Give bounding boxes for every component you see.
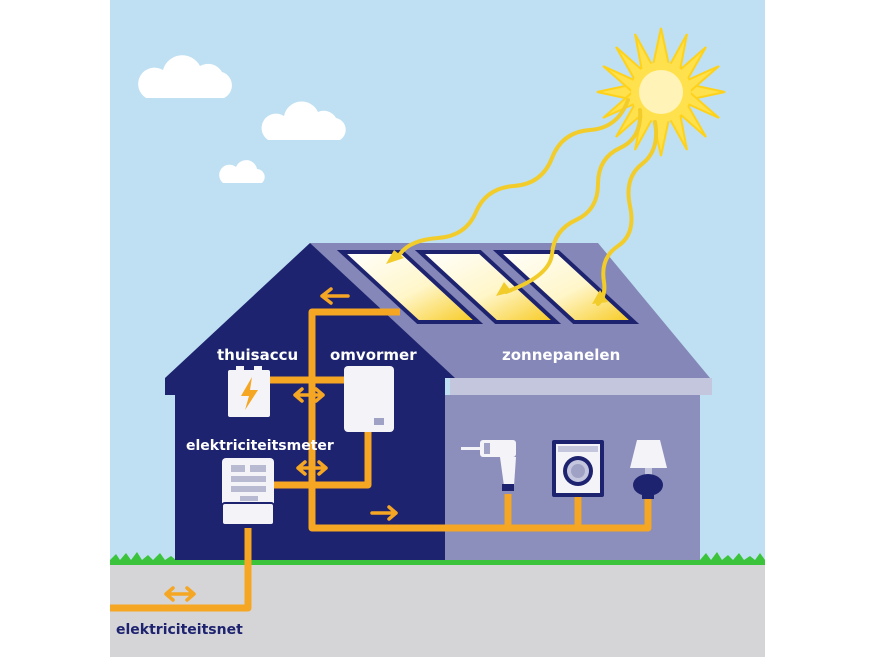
- cable-inverter-meter: [272, 430, 372, 489]
- cloud: [138, 55, 232, 98]
- washing-machine-icon: [552, 440, 604, 497]
- drill-icon: [461, 440, 516, 491]
- clouds: [138, 55, 346, 183]
- solar-panel: [414, 250, 562, 324]
- cable-appliances: [308, 380, 652, 532]
- sun-ray: [504, 108, 643, 294]
- sun-rays: [398, 98, 659, 306]
- sun-ray: [398, 98, 630, 256]
- arrow-left-icon: [320, 287, 350, 305]
- flow-arrows: [164, 287, 398, 602]
- cloud: [261, 101, 346, 140]
- bidirectional-arrow-icon: [293, 387, 325, 403]
- label-zonnepanelen: zonnepanelen: [502, 346, 620, 364]
- roof-eave: [450, 378, 712, 395]
- cable-grid: [110, 528, 252, 612]
- sun-ray-arrowheads: [386, 250, 608, 304]
- meter-icon: [221, 458, 275, 526]
- bidirectional-arrow-icon: [296, 460, 328, 476]
- sun-icon: [596, 27, 726, 157]
- label-omvormer: omvormer: [330, 346, 417, 364]
- sun-ray: [596, 120, 659, 306]
- bidirectional-arrow-icon: [164, 586, 196, 602]
- label-elektriciteitsmeter: elektriciteitsmeter: [186, 438, 334, 454]
- cable-panels: [308, 308, 400, 378]
- grass: [110, 552, 765, 565]
- label-thuisaccu: thuisaccu: [217, 346, 298, 364]
- cables: [110, 308, 652, 612]
- cloud: [219, 160, 265, 183]
- label-elektriciteitsnet: elektriciteitsnet: [116, 622, 243, 638]
- arrow-right-icon: [370, 505, 398, 521]
- lamp-icon: [630, 440, 667, 499]
- solar-panel: [336, 250, 484, 324]
- inverter-icon: [344, 366, 394, 432]
- battery-icon: [228, 366, 270, 417]
